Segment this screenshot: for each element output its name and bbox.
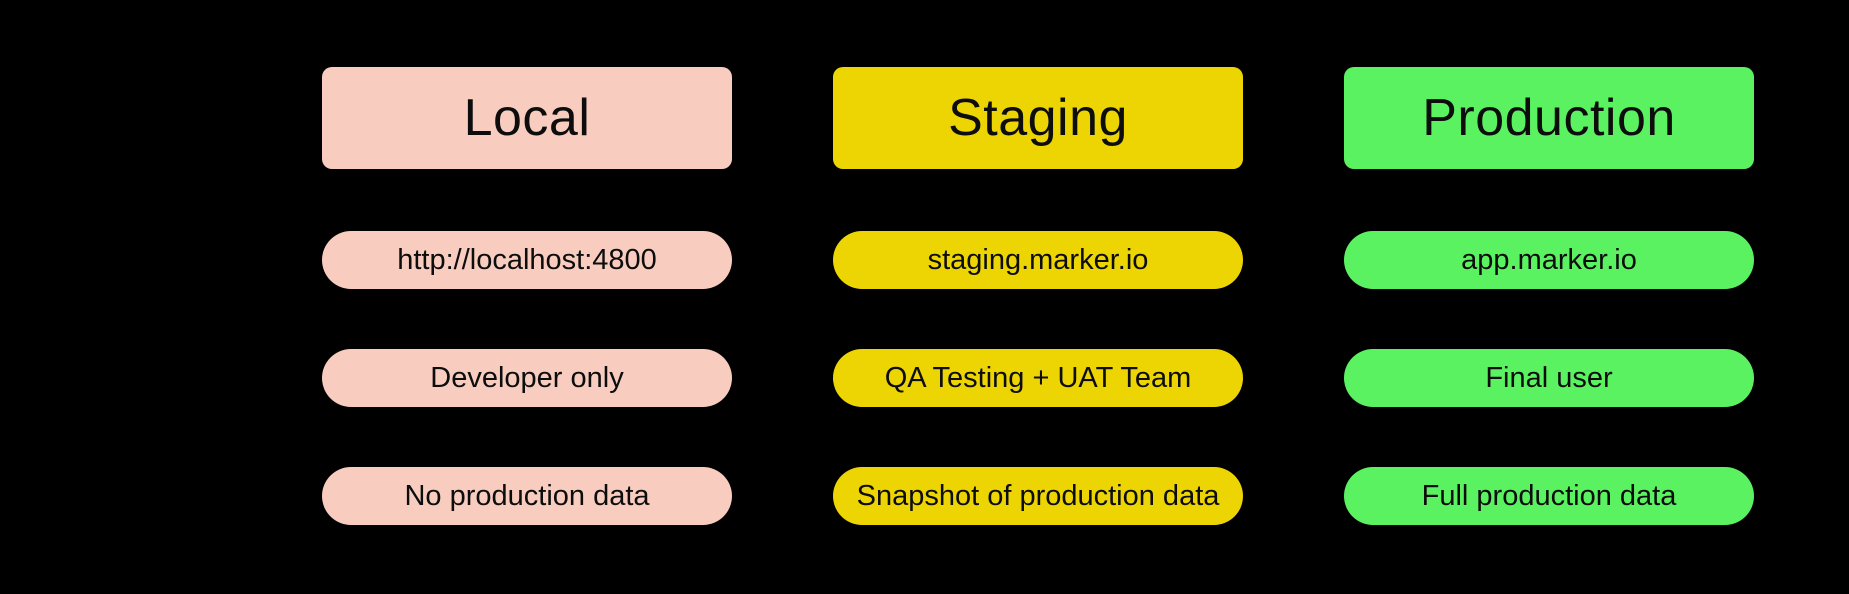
environment-local-detail-pill-1: Developer only [322,349,732,407]
environment-header-staging: Staging [833,67,1243,169]
environment-header-local: Local [322,67,732,169]
environment-production-detail-pill-0: app.marker.io [1344,231,1754,289]
environment-staging-detail-pill-1: QA Testing + UAT Team [833,349,1243,407]
environment-production-detail-pill-1: Final user [1344,349,1754,407]
environment-column-staging: Staging staging.marker.io QA Testing + UAT… [833,67,1243,525]
environment-staging-detail-pill-0: staging.marker.io [833,231,1243,289]
environment-local-detail-pill-0: http://localhost:4800 [322,231,732,289]
environment-production-detail-pill-2: Full production data [1344,467,1754,525]
environment-local-detail-pill-2: No production data [322,467,732,525]
environment-header-production: Production [1344,67,1754,169]
environment-staging-detail-pill-2: Snapshot of production data [833,467,1243,525]
